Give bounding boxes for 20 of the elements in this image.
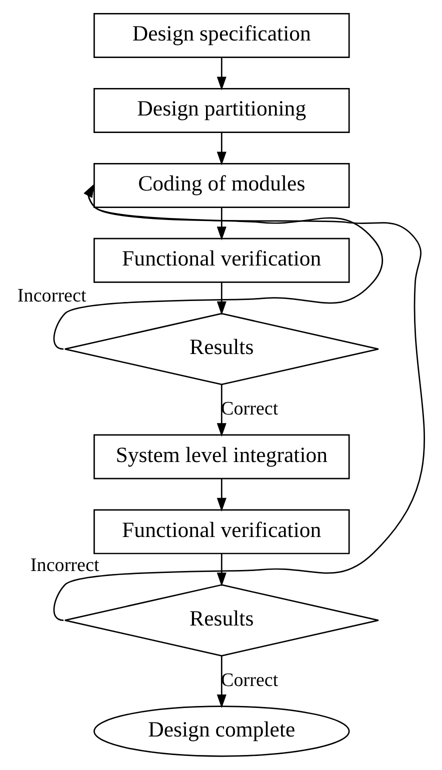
arrow bbox=[216, 554, 226, 586]
edge-label: Incorrect bbox=[16, 286, 86, 307]
node-box: Functional verification bbox=[93, 238, 350, 283]
arrow bbox=[216, 384, 226, 437]
arrow bbox=[216, 282, 226, 316]
node-box: Functional verification bbox=[93, 509, 350, 554]
arrow bbox=[216, 207, 226, 240]
node-diamond: Results bbox=[64, 312, 379, 386]
node-box: Design partitioning bbox=[93, 88, 350, 133]
node-box: Coding of modules bbox=[93, 162, 350, 208]
arrow bbox=[216, 57, 226, 90]
edge-label: Incorrect bbox=[30, 555, 99, 576]
arrow bbox=[216, 478, 226, 512]
node-ellipse: Design complete bbox=[93, 706, 350, 757]
arrow bbox=[216, 656, 226, 708]
node-diamond: Results bbox=[64, 584, 379, 656]
node-box: Design specification bbox=[93, 13, 350, 58]
node-box: System level integration bbox=[93, 434, 350, 480]
arrow bbox=[216, 132, 226, 166]
arrow bbox=[54, 184, 424, 621]
